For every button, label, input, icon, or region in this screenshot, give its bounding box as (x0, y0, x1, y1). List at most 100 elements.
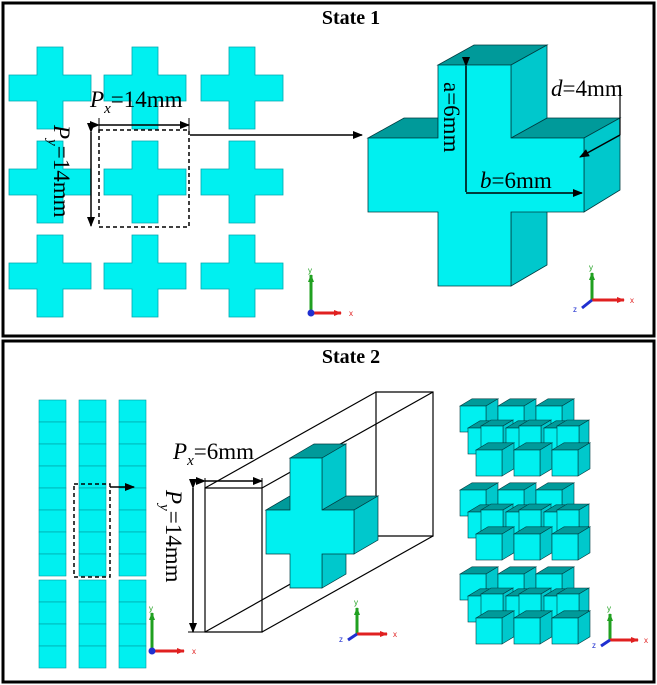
cube (512, 526, 554, 561)
folded-cell (78, 399, 107, 423)
state2-py-symbol: P (161, 489, 186, 504)
state1-d-label: d=4mm (551, 76, 623, 101)
folded-cell (118, 399, 147, 423)
state1-d-symbol: d (551, 76, 563, 101)
folded-cell (38, 579, 67, 603)
state2-px-symbol: P (172, 439, 187, 464)
cross-unit (200, 234, 284, 318)
x-axis-label: x (192, 647, 196, 656)
folded-cell (38, 623, 67, 647)
folded-cell (118, 601, 147, 625)
cube-front (551, 449, 579, 477)
folded-cell (38, 509, 67, 533)
cube (474, 526, 516, 561)
folded-cell (38, 487, 67, 511)
cube (550, 526, 592, 561)
state1-axis-triad-left: y x (307, 266, 353, 318)
cross-unit (103, 140, 187, 224)
state1-frame (1, 1, 656, 338)
cross-unit (8, 234, 92, 318)
state2-axis-triad-left: y x (148, 604, 196, 656)
x-axis-label: x (644, 636, 648, 645)
y-axis-label: y (149, 604, 153, 613)
folded-cell (38, 645, 67, 669)
state1-title: State 1 (322, 7, 380, 29)
y-axis-label: y (607, 604, 611, 613)
state1-unit-cell-box (98, 129, 190, 228)
folded-cell (118, 579, 147, 603)
folded-cell (118, 465, 147, 489)
folded-cell (118, 487, 147, 511)
state1-px-symbol: P (89, 87, 104, 112)
cube-front (475, 617, 503, 645)
z-axis-label: z (592, 641, 596, 650)
folded-cell (38, 553, 67, 577)
state2-axis-triad-right: y z x (592, 604, 648, 650)
cube-front (551, 617, 579, 645)
z-axis-dot (148, 647, 156, 655)
state1-px-value: =14mm (111, 87, 183, 112)
state1-px-subscript: x (103, 101, 111, 117)
state2-frame (1, 339, 656, 684)
folded-cell (78, 645, 107, 669)
cube (550, 442, 592, 477)
folded-cell (118, 443, 147, 467)
x-axis-label: x (349, 309, 353, 318)
folded-cell (38, 531, 67, 555)
state2-unit-cell-box (73, 483, 111, 578)
state2-folded-array (38, 399, 147, 669)
state2-px-label: Px=6mm (172, 439, 254, 469)
state1-py-symbol: P (49, 124, 74, 139)
cross-unit (200, 46, 284, 130)
state1-cross-front-face (367, 64, 585, 287)
folded-cell (118, 531, 147, 555)
cube (555, 419, 591, 449)
cube-front (513, 533, 541, 561)
state2-title: State 2 (322, 346, 380, 368)
folded-cell (38, 601, 67, 625)
folded-cell (78, 579, 107, 603)
z-axis-label: z (339, 635, 343, 644)
state2-3d-cross (264, 443, 380, 589)
cube-front (513, 449, 541, 477)
cross-unit (103, 46, 187, 130)
state1-px-label: Px=14mm (89, 87, 183, 117)
state1-b-label: b=6mm (480, 168, 552, 193)
folded-cell (118, 421, 147, 445)
state2-py-value: =14mm (161, 511, 186, 583)
folded-cell (38, 421, 67, 445)
cube-front (475, 533, 503, 561)
z-axis-arrow (600, 638, 611, 648)
z-axis-arrow (581, 298, 593, 310)
cube (550, 610, 592, 645)
folded-cell (78, 623, 107, 647)
state2-axis-triad-mid: y z x (339, 598, 397, 644)
cube (512, 610, 554, 645)
cube-front (513, 617, 541, 645)
state1-d-value: =4mm (563, 76, 623, 101)
state2-py-label: Py=14mm (156, 489, 186, 583)
state2-panel: State 2 Px=6mm (1, 339, 656, 684)
state1-axis-triad-right: y z x (573, 263, 634, 314)
y-axis-label: y (589, 263, 593, 272)
folded-cell (38, 399, 67, 423)
state1-d-dimension-line (579, 134, 621, 158)
state2-px-subscript: x (186, 453, 194, 469)
state2-py-subscript: y (156, 502, 172, 511)
folded-cell (78, 553, 107, 577)
cross-unit (200, 140, 284, 224)
z-axis-label: z (573, 305, 577, 314)
state1-py-subscript: y (44, 137, 60, 146)
cross-unit (8, 46, 92, 130)
cube (512, 442, 554, 477)
state2-px-value: =6mm (194, 439, 254, 464)
state1-py-value: =14mm (49, 146, 74, 218)
cube (474, 442, 516, 477)
cross-unit (103, 234, 187, 318)
z-axis-dot (307, 309, 315, 317)
folded-cell (78, 421, 107, 445)
folded-cell (118, 509, 147, 533)
z-axis-arrow (347, 632, 358, 642)
folded-cell (118, 553, 147, 577)
